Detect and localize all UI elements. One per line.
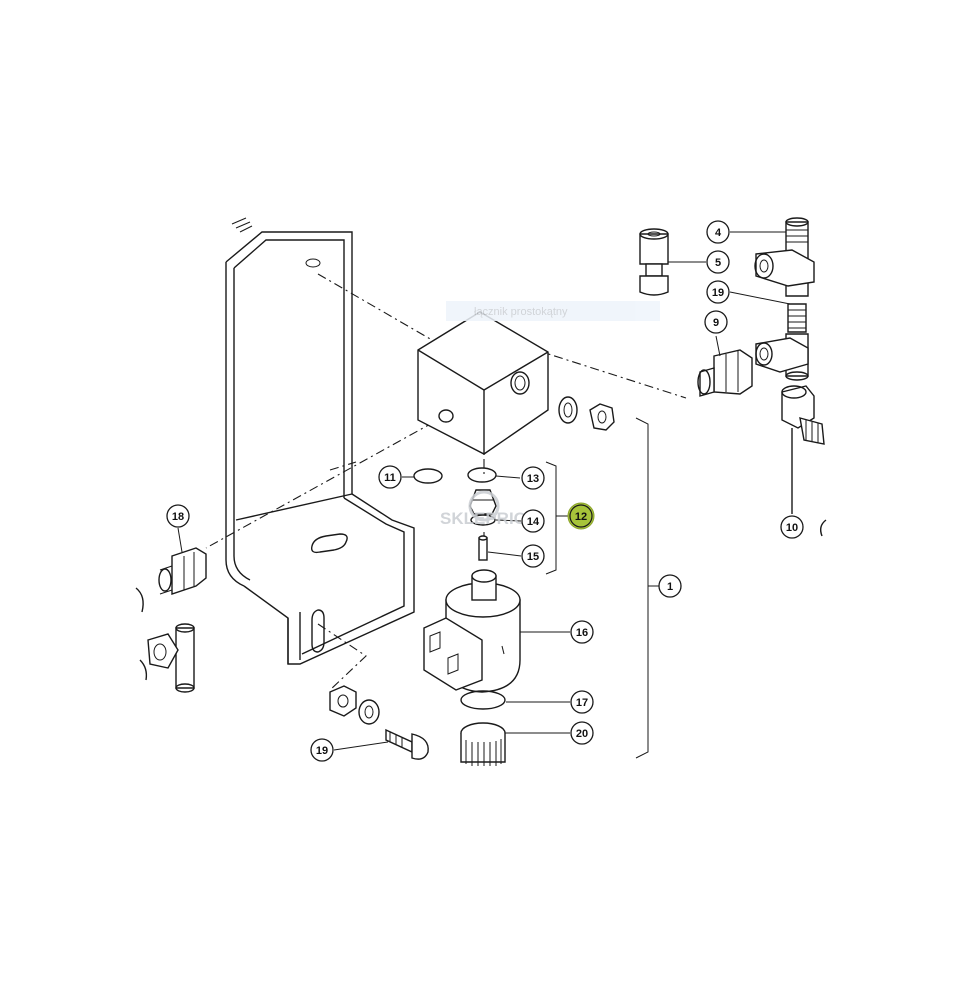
callout-label: 15 xyxy=(527,551,539,563)
tee-fitting-left xyxy=(135,587,195,693)
callout-label: 11 xyxy=(384,472,396,484)
leader-lines xyxy=(177,231,791,751)
oring-11 xyxy=(413,468,443,484)
solenoid-coil xyxy=(423,569,521,693)
callout-label: 14 xyxy=(527,516,540,528)
callout-label: 10 xyxy=(786,522,798,534)
adapter-9 xyxy=(697,349,753,397)
callout-16: 16 xyxy=(570,620,594,644)
callout-15: 15 xyxy=(521,544,545,568)
callout-17: 17 xyxy=(570,690,594,714)
bracket-group-12 xyxy=(545,461,568,575)
pin-15 xyxy=(478,535,488,561)
callout-label: 13 xyxy=(527,473,539,485)
callout-label: 20 xyxy=(576,728,588,740)
callout-5: 5 xyxy=(706,250,730,274)
fitting-18 xyxy=(158,547,207,595)
callout-10: 10 xyxy=(780,515,804,539)
bolt-nut-washer xyxy=(329,685,429,760)
callout-label: 5 xyxy=(715,257,721,269)
oring-13 xyxy=(467,467,497,483)
watermark: łącznik prostokątny SKLEPRICO xyxy=(440,301,660,528)
callout-label: 12 xyxy=(575,511,587,523)
bracket-group-1 xyxy=(635,417,660,759)
callout-label: 19 xyxy=(316,745,328,757)
callout-11: 11 xyxy=(378,465,402,489)
watermark-tag-bg xyxy=(446,301,660,321)
union-fitting-5 xyxy=(639,228,669,296)
callout-1: 1 xyxy=(658,574,682,598)
tee-fitting-right xyxy=(755,333,809,381)
callout-label: 17 xyxy=(576,697,588,709)
washer-and-nut xyxy=(558,396,615,431)
watermark-logo-icon xyxy=(468,490,500,522)
callout-label: 16 xyxy=(576,627,588,639)
callout-label: 9 xyxy=(713,317,719,329)
callout-18: 18 xyxy=(166,504,190,528)
oring-17 xyxy=(460,690,506,710)
callout-14: 14 xyxy=(521,509,545,533)
callout-19-bottom: 19 xyxy=(310,738,334,762)
tee-fitting-4 xyxy=(754,217,815,297)
valve-block xyxy=(417,311,549,455)
callout-4: 4 xyxy=(706,220,730,244)
callout-label: 1 xyxy=(667,581,673,593)
watermark-tag: łącznik prostokątny xyxy=(474,306,568,318)
knurled-nut-20 xyxy=(460,722,506,766)
elbow-fitting-10 xyxy=(781,385,827,537)
callout-label: 4 xyxy=(715,227,722,239)
nipple-19-top xyxy=(787,303,807,333)
watermark-brand: SKLEPRICO xyxy=(440,509,539,528)
callout-19-top: 19 xyxy=(706,280,730,304)
callout-label: 19 xyxy=(712,287,724,299)
callout-20: 20 xyxy=(570,721,594,745)
callout-12-highlighted: 12 xyxy=(567,502,595,530)
callout-13: 13 xyxy=(521,466,545,490)
callout-label: 18 xyxy=(172,511,184,523)
mounting-bracket xyxy=(225,217,415,665)
callout-9: 9 xyxy=(704,310,728,334)
